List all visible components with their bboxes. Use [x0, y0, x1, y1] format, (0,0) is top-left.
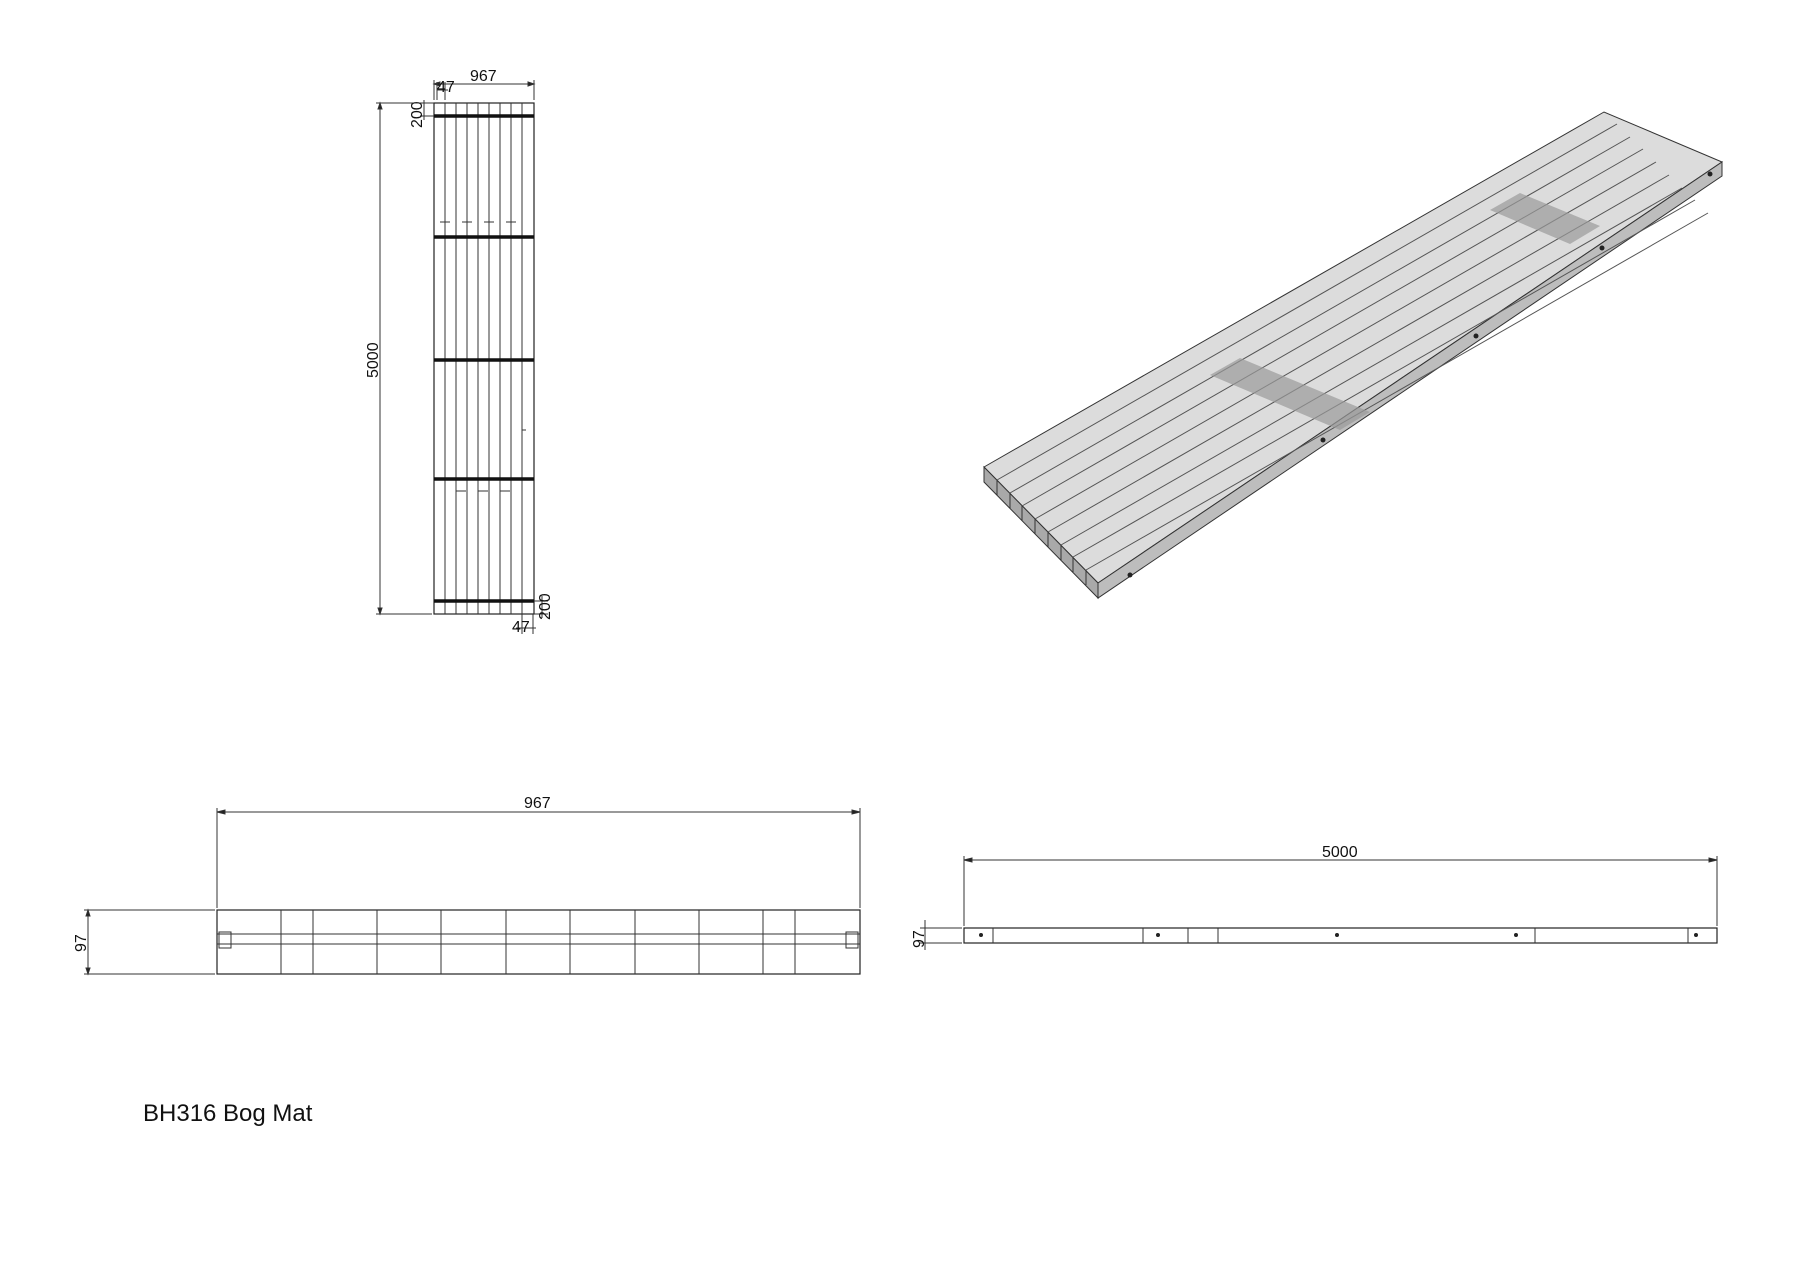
side-bolt-holes	[979, 933, 1698, 937]
side-joint-lines	[992, 928, 1689, 943]
plan-bottom-offset-label: 200	[537, 593, 554, 620]
iso-slat-ends	[996, 480, 1087, 585]
side-view: 5000 97	[911, 844, 1718, 950]
front-height-dimension	[84, 908, 215, 976]
plan-length-label: 5000	[365, 342, 382, 378]
plan-top-slat-label: 47	[437, 79, 455, 96]
side-height-label: 97	[911, 930, 928, 948]
side-outline	[963, 927, 1718, 944]
iso-bolt-holes	[1127, 171, 1713, 578]
isometric-view	[983, 111, 1724, 600]
front-width-dimension	[216, 808, 861, 908]
iso-top-surface	[983, 111, 1724, 584]
side-length-label: 5000	[1322, 844, 1358, 861]
plan-cross-bars	[434, 114, 534, 603]
plan-top-offset-label: 200	[409, 101, 426, 128]
plan-width-label: 967	[470, 68, 497, 85]
plan-view: 967 47 200 5000 200	[365, 68, 554, 636]
plan-length-dimension	[376, 101, 432, 616]
front-outline	[216, 909, 861, 975]
plan-joint-marks	[440, 221, 526, 492]
side-length-dimension	[963, 856, 1718, 926]
iso-crossbar-shading	[1210, 193, 1600, 430]
plan-bottom-offset-dimension	[534, 596, 548, 618]
side-height-dimension	[920, 920, 962, 950]
front-height-label: 97	[73, 934, 90, 952]
drawing-title: BH316 Bog Mat	[143, 1100, 313, 1127]
plan-bottom-slat-label: 47	[512, 619, 530, 636]
plan-top-slat-dimension	[436, 82, 448, 100]
front-slat-dividers	[280, 910, 796, 974]
front-width-label: 967	[524, 795, 551, 812]
iso-side-face	[1097, 161, 1723, 599]
front-view: 967 97	[73, 795, 861, 976]
plan-bottom-slat-dimension	[516, 614, 536, 634]
